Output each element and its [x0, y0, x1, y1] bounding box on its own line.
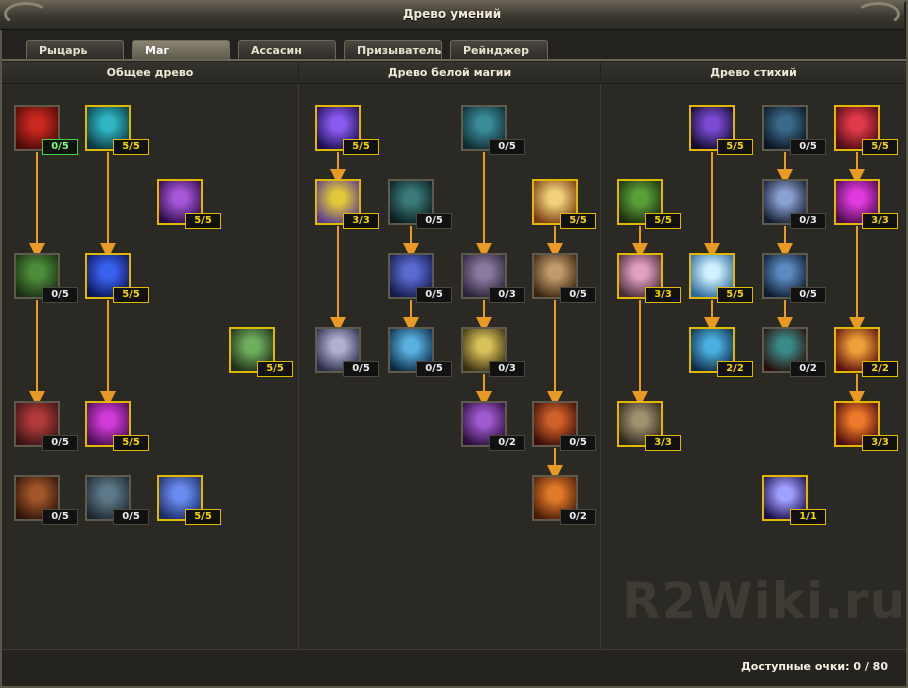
available-points: Доступные очки: 0 / 80: [740, 660, 888, 673]
skill-level-counter: 0/5: [489, 139, 525, 155]
skill-slot[interactable]: 2/2: [834, 327, 898, 377]
tree-separator: [298, 84, 299, 649]
skill-slot[interactable]: 3/3: [834, 179, 898, 229]
skill-level-counter: 5/5: [257, 361, 293, 377]
skill-level-counter: 3/3: [645, 287, 681, 303]
skill-level-counter: 0/5: [416, 361, 452, 377]
skill-slot[interactable]: 0/5: [14, 105, 78, 155]
skill-slot[interactable]: 5/5: [229, 327, 293, 377]
tab-assassin[interactable]: Ассасин: [238, 40, 336, 60]
title-bar[interactable]: [0, 0, 904, 30]
skill-level-counter: 5/5: [862, 139, 898, 155]
skill-level-counter: 0/5: [42, 509, 78, 525]
skill-level-counter: 0/5: [790, 139, 826, 155]
skill-slot[interactable]: 3/3: [834, 401, 898, 451]
skill-level-counter: 5/5: [717, 287, 753, 303]
skill-level-counter: 0/5: [42, 287, 78, 303]
tree-header-white-magic: Древо белой магии: [299, 62, 600, 84]
tab-summoner[interactable]: Призыватель: [344, 40, 442, 60]
skill-slot[interactable]: 5/5: [85, 253, 149, 303]
skill-level-counter: 3/3: [343, 213, 379, 229]
tab-ranger[interactable]: Рейнджер: [450, 40, 548, 60]
skill-slot[interactable]: 5/5: [617, 179, 681, 229]
skill-level-counter: 5/5: [113, 139, 149, 155]
skill-level-counter: 5/5: [113, 287, 149, 303]
skill-level-counter: 2/2: [862, 361, 898, 377]
skill-slot[interactable]: 0/5: [461, 105, 525, 155]
skill-level-counter: 0/2: [790, 361, 826, 377]
skill-level-counter: 0/3: [790, 213, 826, 229]
skill-slot[interactable]: 5/5: [532, 179, 596, 229]
skill-slot[interactable]: 0/3: [461, 327, 525, 377]
skill-level-counter: 5/5: [343, 139, 379, 155]
ornament-left: [4, 2, 48, 26]
ornament-right: [856, 2, 900, 26]
skill-level-counter: 5/5: [645, 213, 681, 229]
tree-header-general: Общее древо: [2, 62, 298, 84]
skill-level-counter: 0/5: [416, 213, 452, 229]
skill-slot[interactable]: 0/5: [85, 475, 149, 525]
tab-divider: [2, 59, 906, 61]
skill-slot[interactable]: 1/1: [762, 475, 826, 525]
skill-slot[interactable]: 0/5: [762, 253, 826, 303]
skill-level-counter: 3/3: [862, 213, 898, 229]
skill-level-counter: 0/3: [489, 361, 525, 377]
skill-slot[interactable]: 5/5: [85, 401, 149, 451]
tab-knight[interactable]: Рыцарь: [26, 40, 124, 60]
skill-slot[interactable]: 0/5: [762, 105, 826, 155]
tab-mage[interactable]: Маг: [132, 40, 230, 60]
skill-slot[interactable]: 5/5: [315, 105, 379, 155]
skill-slot[interactable]: 5/5: [834, 105, 898, 155]
tree-separator: [600, 84, 601, 649]
skill-slot[interactable]: 0/5: [388, 253, 452, 303]
skill-level-counter: 0/5: [560, 435, 596, 451]
skill-slot[interactable]: 0/5: [14, 253, 78, 303]
skill-slot[interactable]: 0/3: [461, 253, 525, 303]
skill-slot[interactable]: 0/2: [762, 327, 826, 377]
skill-slot[interactable]: 0/5: [532, 253, 596, 303]
skill-slot[interactable]: 0/5: [532, 401, 596, 451]
skill-slot[interactable]: 5/5: [85, 105, 149, 155]
skill-slot[interactable]: 3/3: [315, 179, 379, 229]
skill-level-counter: 0/2: [560, 509, 596, 525]
skill-level-counter: 1/1: [790, 509, 826, 525]
skill-level-counter: 2/2: [717, 361, 753, 377]
skill-slot[interactable]: 5/5: [157, 179, 221, 229]
tree-header-elements: Древо стихий: [601, 62, 906, 84]
skill-slot[interactable]: 5/5: [689, 253, 753, 303]
skill-level-counter: 3/3: [645, 435, 681, 451]
skill-slot[interactable]: 0/2: [461, 401, 525, 451]
skill-slot[interactable]: 3/3: [617, 253, 681, 303]
skill-slot[interactable]: 0/5: [388, 179, 452, 229]
skill-level-counter: 0/3: [489, 287, 525, 303]
skill-level-counter: 0/5: [416, 287, 452, 303]
skill-slot[interactable]: 0/3: [762, 179, 826, 229]
skill-level-counter: 5/5: [717, 139, 753, 155]
skill-slot[interactable]: 0/5: [14, 401, 78, 451]
skill-level-counter: 3/3: [862, 435, 898, 451]
skill-slot[interactable]: 0/2: [532, 475, 596, 525]
footer-bar: [2, 649, 906, 686]
skill-level-counter: 5/5: [185, 213, 221, 229]
window-title: Древо умений: [402, 7, 502, 21]
skill-level-counter: 0/5: [343, 361, 379, 377]
skill-level-counter: 5/5: [113, 435, 149, 451]
skill-level-counter: 0/5: [113, 509, 149, 525]
skill-slot[interactable]: 0/5: [315, 327, 379, 377]
skill-level-counter: 0/5: [42, 139, 78, 155]
skill-slot[interactable]: 5/5: [157, 475, 221, 525]
skill-slot[interactable]: 5/5: [689, 105, 753, 155]
skill-level-counter: 5/5: [560, 213, 596, 229]
skill-slot[interactable]: 3/3: [617, 401, 681, 451]
watermark: R2Wiki.ru: [622, 572, 907, 630]
skill-level-counter: 0/5: [42, 435, 78, 451]
skill-slot[interactable]: 0/5: [14, 475, 78, 525]
skill-slot[interactable]: 0/5: [388, 327, 452, 377]
skill-slot[interactable]: 2/2: [689, 327, 753, 377]
skill-level-counter: 0/2: [489, 435, 525, 451]
skill-level-counter: 0/5: [790, 287, 826, 303]
skill-level-counter: 5/5: [185, 509, 221, 525]
skill-level-counter: 0/5: [560, 287, 596, 303]
